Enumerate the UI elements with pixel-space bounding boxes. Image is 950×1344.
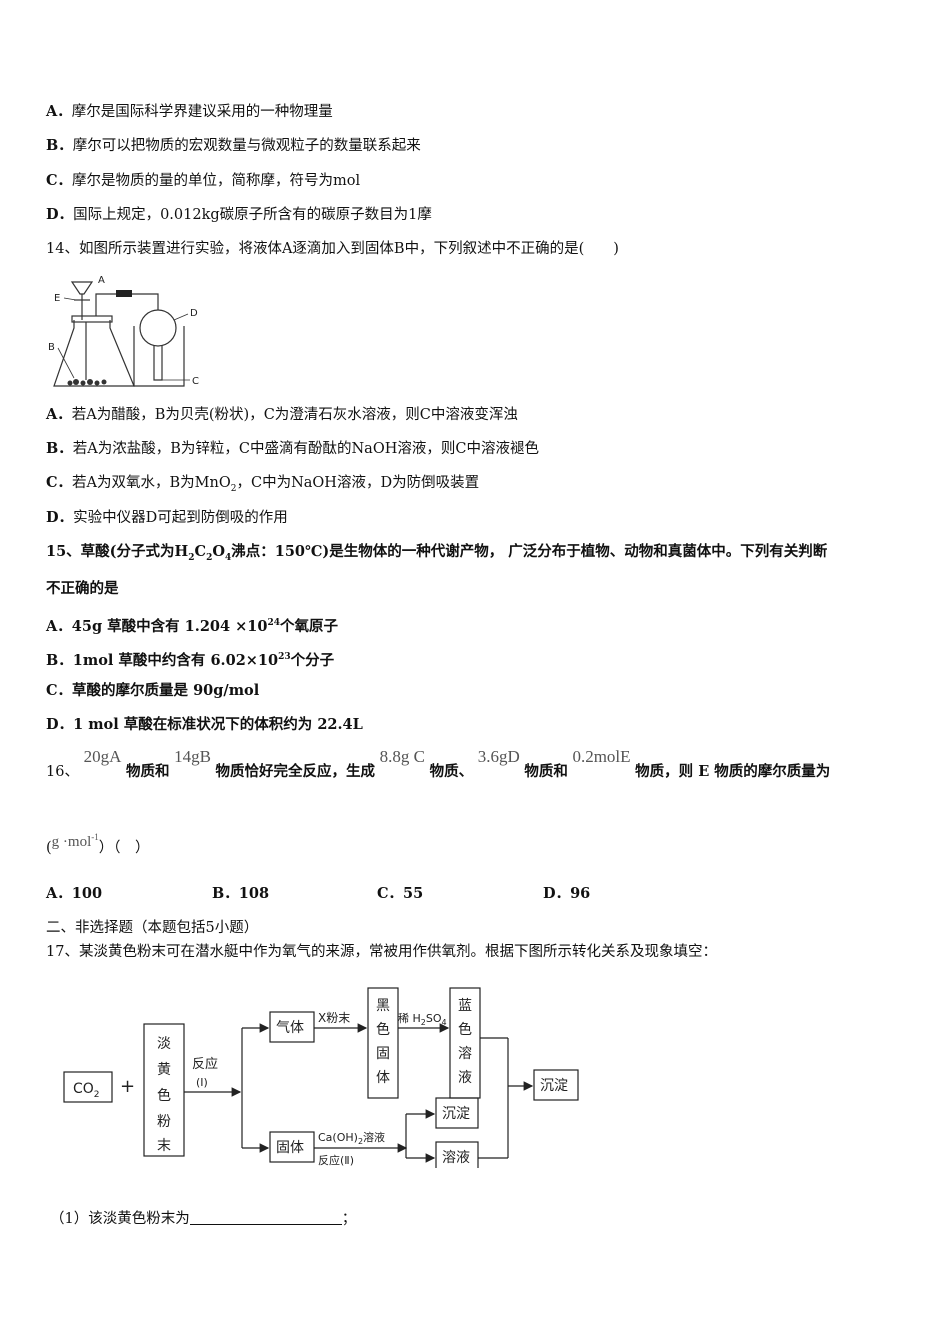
caoh2-label: Ca(OH)2溶液: [318, 1130, 385, 1146]
q14-option-d: D．实验中仪器D可起到防倒吸的作用: [46, 509, 288, 526]
powder-char: 淡: [157, 1036, 171, 1052]
q17-sub1: （1）该淡黄色粉末为；: [50, 1210, 357, 1227]
final-precipitate-box: [533, 1069, 579, 1101]
solid-box: [269, 1131, 315, 1163]
fig-label-a: A: [98, 275, 105, 286]
rubber-tube: [116, 290, 132, 297]
powder-box: [143, 1023, 185, 1157]
precipitate-box: [435, 1097, 479, 1129]
precipitate-label: 沉淀: [442, 1106, 470, 1122]
black-solid-box: [367, 987, 399, 1099]
q14-apparatus-figure: A E B D C: [48, 275, 199, 387]
fig-label-e: E: [54, 293, 60, 304]
blue-solution-char: 溶: [458, 1046, 472, 1062]
q13-option-c: C．摩尔是物质的量的单位，简称摩，符号为mol: [46, 172, 361, 189]
q14-option-a: A．若A为醋酸，B为贝壳(粉状)，C为澄清石灰水溶液，则C中溶液变浑浊: [46, 406, 518, 423]
solid-label: 固体: [276, 1140, 304, 1156]
q16-unit-line: (g ·mol-1）（ ）: [46, 832, 150, 856]
fig-label-d: D: [190, 308, 198, 319]
blue-solution-char: 色: [458, 1021, 472, 1038]
answer-blank[interactable]: [189, 1210, 342, 1225]
powder-char: 末: [157, 1138, 171, 1154]
q15-option-d: D．1 mol 草酸在标准状况下的体积约为 22.4L: [46, 716, 363, 733]
black-solid-char: 固: [376, 1046, 390, 1062]
q14-stem: 14、如图所示装置进行实验，将液体A逐滴加入到固体B中，下列叙述中不正确的是( …: [46, 241, 619, 257]
q16-option-d: D．96: [543, 885, 591, 902]
q16-option-a: A．100: [46, 885, 103, 902]
q17-flow-diagram: CO2 + 淡 黄 色 粉 末 反应 (Ⅰ) 气体 X粉末 黑 色 固 体 稀 …: [63, 987, 579, 1168]
powder-char: 黄: [157, 1061, 171, 1078]
q16-option-c: C．55: [377, 885, 424, 902]
solution-box: [435, 1141, 479, 1168]
q15-stem-line2: 不正确的是: [46, 580, 119, 597]
q16-stem: 16、 20gA 物质和 14gB 物质恰好完全反应，生成 8.8g C 物质、…: [46, 747, 831, 781]
plus-sign: +: [120, 1076, 135, 1097]
gas-label: 气体: [276, 1020, 304, 1036]
q17-stem: 17、某淡黄色粉末可在潜水艇中作为氧气的来源，常被用作供氧剂。根据下图所示转化关…: [46, 944, 717, 960]
q13-option-b: B．摩尔可以把物质的宏观数量与微观粒子的数量联系起来: [46, 137, 421, 154]
powder-char: 色: [157, 1087, 171, 1104]
flask: [53, 320, 135, 387]
funnel: [70, 281, 94, 295]
q13-option-d: D．国际上规定，0.012kg碳原子所含有的碳原子数目为1摩: [46, 206, 432, 223]
black-solid-char: 色: [376, 1021, 390, 1038]
reaction1-label: 反应: [192, 1056, 218, 1072]
section-title: 二、非选择题（本题包括5小题）: [46, 920, 259, 936]
blue-solution-char: 蓝: [458, 998, 472, 1014]
q14-option-c: C．若A为双氧水，B为MnO2，C中为NaOH溶液，D为防倒吸装置: [46, 474, 480, 494]
q13-option-a: A．摩尔是国际科学界建议采用的一种物理量: [46, 103, 333, 120]
co2-label: CO2: [73, 1081, 100, 1100]
gas-box: [269, 1011, 315, 1043]
q15-option-b: B．1mol 草酸中约含有 6.02×1023个分子: [46, 651, 335, 669]
fig-label-c: C: [192, 376, 199, 387]
final-precipitate-label: 沉淀: [540, 1078, 568, 1094]
black-solid-char: 黑: [376, 998, 390, 1014]
fig-label-b: B: [48, 342, 55, 353]
blue-solution-char: 液: [458, 1070, 472, 1086]
q15-option-c: C．草酸的摩尔质量是 90g/mol: [46, 682, 260, 699]
co2-box: [63, 1071, 113, 1103]
dilute-h2so4-label: 稀 H2SO4: [398, 1012, 447, 1027]
reaction1-num: (Ⅰ): [196, 1076, 208, 1089]
q14-option-b: B．若A为浓盐酸，B为锌粒，C中盛滴有酚酞的NaOH溶液，则C中溶液褪色: [46, 440, 539, 457]
black-solid-char: 体: [376, 1070, 390, 1086]
q15-stem: 15、草酸(分子式为H2C2O4沸点：150℃)是生物体的一种代谢产物， 广泛分…: [46, 543, 828, 563]
q15-option-a: A．45g 草酸中含有 1.204 ×1024个氧原子: [46, 617, 338, 635]
q16-option-b: B．108: [212, 885, 270, 902]
powder-char: 粉: [157, 1114, 171, 1130]
solution-label: 溶液: [442, 1150, 470, 1166]
reaction2-label: 反应(Ⅱ): [318, 1153, 354, 1167]
x-powder-label: X粉末: [318, 1011, 350, 1025]
solid-b: [67, 379, 107, 386]
